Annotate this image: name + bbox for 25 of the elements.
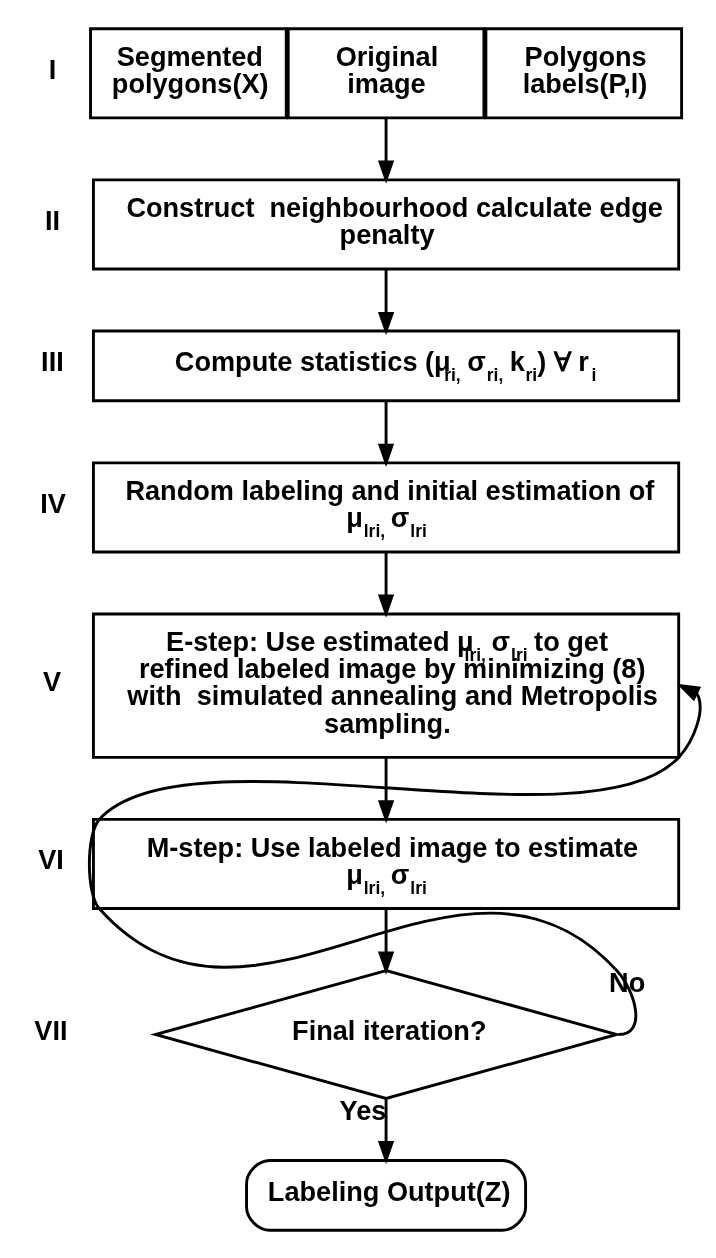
arrow (377, 1098, 395, 1164)
node-box: Polygons labels(P,l) (484, 26, 684, 119)
label: II (45, 204, 61, 236)
node-box: Labeling Output(Z) (245, 1158, 528, 1232)
label: VI (38, 843, 64, 875)
arrow (377, 908, 395, 975)
label: IV (40, 487, 66, 519)
arrow (88, 683, 702, 1036)
node-box: M-step: Use labeled image to estimate μ$_{lri,}$ σ$_{lri}$ (92, 817, 681, 910)
node-box: Segmented polygons(X) (89, 26, 288, 119)
arrow (377, 118, 395, 184)
arrow (377, 757, 395, 824)
node-box: Compute statistics (μ$_{ri,}$ σ$_{ri,}$ k$_{ri}$) Ɐ r$_{i}$ (92, 329, 681, 402)
node-box: Random labeling and initial estimation of μ$_{lri,}$ σ$_{lri}$ (92, 460, 681, 553)
node-box: Original image (286, 26, 486, 119)
arrow (377, 268, 395, 335)
label: VII (34, 1014, 68, 1046)
label: I (48, 53, 57, 85)
label: V (43, 665, 62, 697)
node-box: E-step: Use estimated μ$_{lri,}$ σ$_{lri}$ to get refined labeled image by minimizing (8) with simulated annealing and Metropolis sampling. (92, 612, 681, 759)
label: III (41, 345, 64, 377)
edge-label: Yes (339, 1094, 387, 1126)
arrow (377, 400, 395, 467)
node-box: Construct neighbourhood calculate edge penalty (92, 177, 681, 270)
arrow (377, 551, 395, 618)
